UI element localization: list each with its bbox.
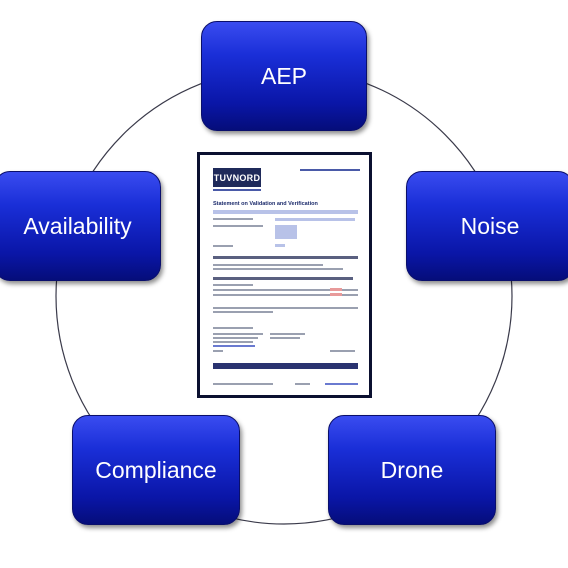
doc-highlight [275, 218, 355, 221]
doc-line [213, 264, 323, 266]
doc-line [213, 333, 263, 335]
doc-line [213, 256, 358, 259]
doc-line [213, 307, 358, 309]
node-availability[interactable]: Availability [0, 171, 161, 281]
node-aep[interactable]: AEP [201, 21, 367, 131]
node-aep-label: AEP [260, 62, 308, 89]
doc-line [213, 294, 358, 296]
doc-highlight [275, 244, 285, 247]
tuvnord-logo: TUVNORD [213, 168, 261, 187]
document-title: Statement on Validation and Verification [213, 201, 318, 207]
document-footer-bar [213, 363, 358, 369]
logo-text: TUVNORD [213, 172, 261, 183]
node-availability-label: Availability [23, 212, 132, 239]
doc-line [295, 383, 310, 385]
doc-line [213, 383, 273, 385]
doc-line [330, 350, 355, 352]
node-compliance[interactable]: Compliance [72, 415, 240, 525]
doc-line [213, 345, 255, 347]
doc-line [213, 245, 233, 247]
doc-line [270, 337, 300, 339]
doc-line [213, 268, 343, 270]
doc-line [325, 383, 358, 385]
node-drone-label: Drone [380, 456, 444, 483]
doc-line [213, 284, 253, 286]
doc-line [213, 218, 253, 220]
doc-line [213, 277, 353, 280]
node-drone[interactable]: Drone [328, 415, 496, 525]
doc-line [270, 333, 305, 335]
header-rule [300, 169, 360, 171]
doc-line [213, 341, 253, 343]
doc-line [213, 225, 263, 227]
doc-highlight [275, 225, 297, 239]
doc-line [213, 289, 358, 291]
logo-underline [213, 189, 261, 191]
node-compliance-label: Compliance [95, 456, 217, 483]
doc-line [213, 327, 253, 329]
certificate-document: TUVNORD Statement on Validation and Veri… [197, 152, 372, 398]
doc-highlight [330, 293, 342, 296]
doc-line [213, 350, 223, 352]
doc-highlight [330, 288, 342, 291]
node-noise[interactable]: Noise [406, 171, 568, 281]
doc-highlight [213, 210, 358, 214]
node-noise-label: Noise [460, 212, 520, 239]
doc-line [213, 311, 273, 313]
doc-line [213, 337, 258, 339]
